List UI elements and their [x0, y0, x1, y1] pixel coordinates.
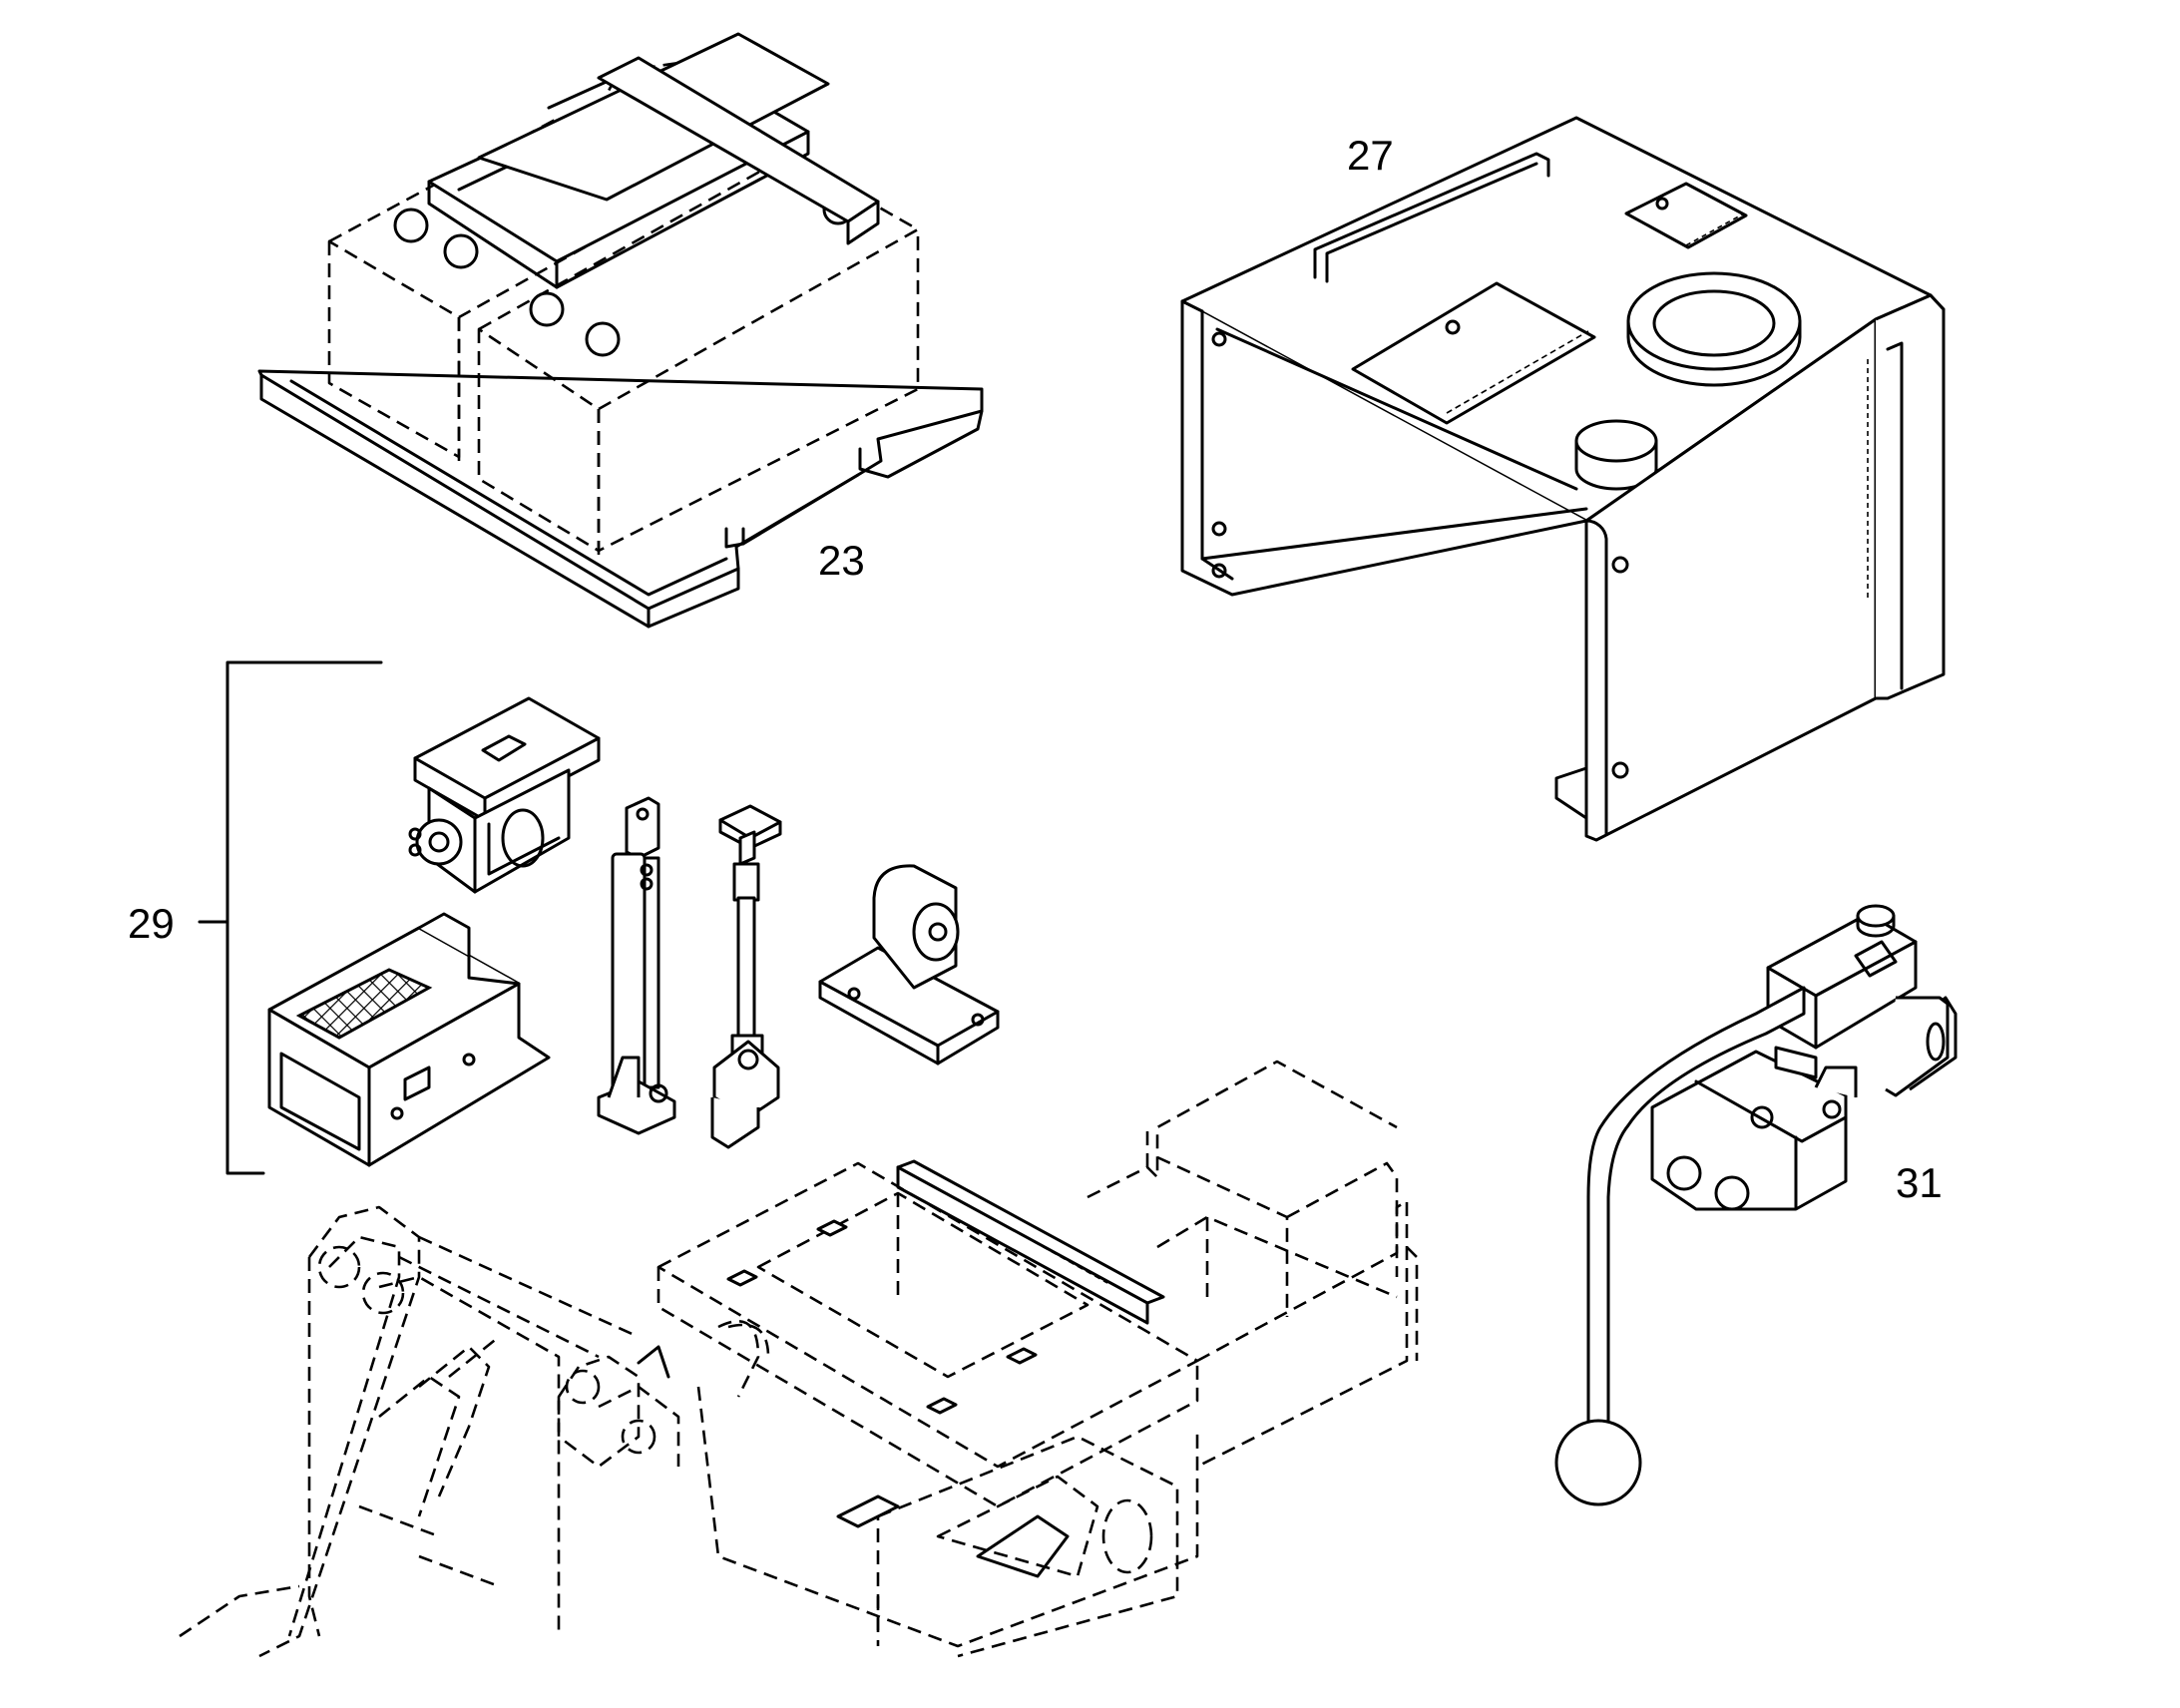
- machine-frame-dashed: [179, 1060, 1419, 1658]
- callout-29: 29: [128, 900, 175, 947]
- callout-23: 23: [818, 537, 865, 584]
- group-29-bracket: [198, 660, 383, 1175]
- engine-hood: [1180, 116, 1946, 842]
- battery-tray-assembly: [257, 32, 984, 629]
- control-lever-assembly: [1554, 904, 1958, 1506]
- battery-clamp-bars: [427, 32, 880, 289]
- callout-31: 31: [1896, 1159, 1943, 1206]
- pivot-bracket: [818, 864, 1000, 1066]
- bearing-block: [408, 696, 601, 894]
- gas-strut-right: [710, 804, 782, 1149]
- gas-strut-left: [597, 796, 676, 1135]
- callout-27: 27: [1347, 132, 1394, 179]
- filter-housing: [267, 912, 551, 1167]
